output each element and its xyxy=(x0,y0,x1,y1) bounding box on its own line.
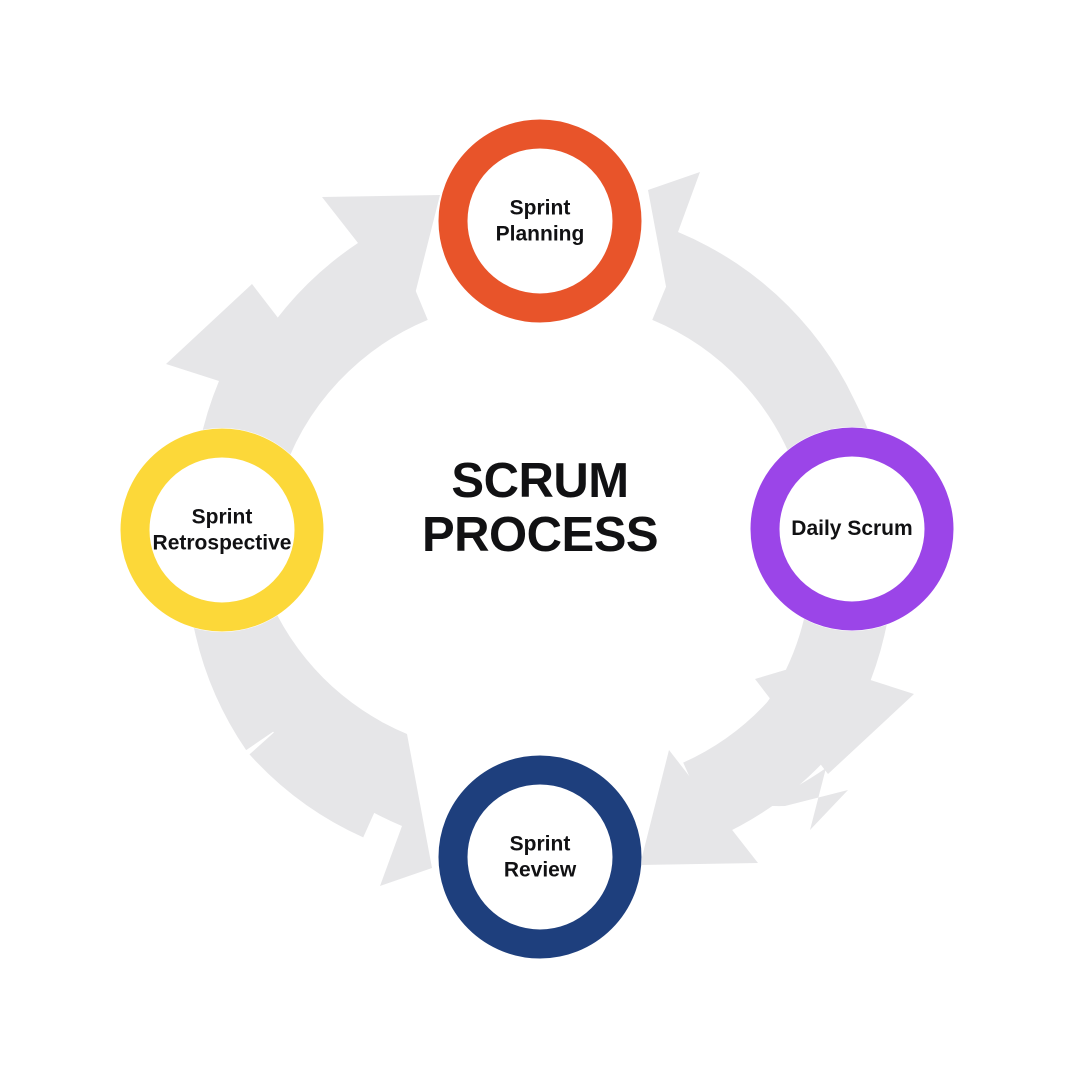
page-title: SCRUM PROCESS xyxy=(421,454,659,562)
node-ring-daily-scrum[interactable] xyxy=(750,427,954,631)
node-ring-sprint-planning[interactable] xyxy=(438,119,642,323)
node-rings-group xyxy=(120,119,954,959)
band-segment-lower-right xyxy=(682,698,831,838)
node-ring-sprint-retrospective[interactable] xyxy=(120,428,324,632)
band-segment-lower-left xyxy=(249,698,398,838)
node-ring-sprint-review[interactable] xyxy=(438,755,642,959)
